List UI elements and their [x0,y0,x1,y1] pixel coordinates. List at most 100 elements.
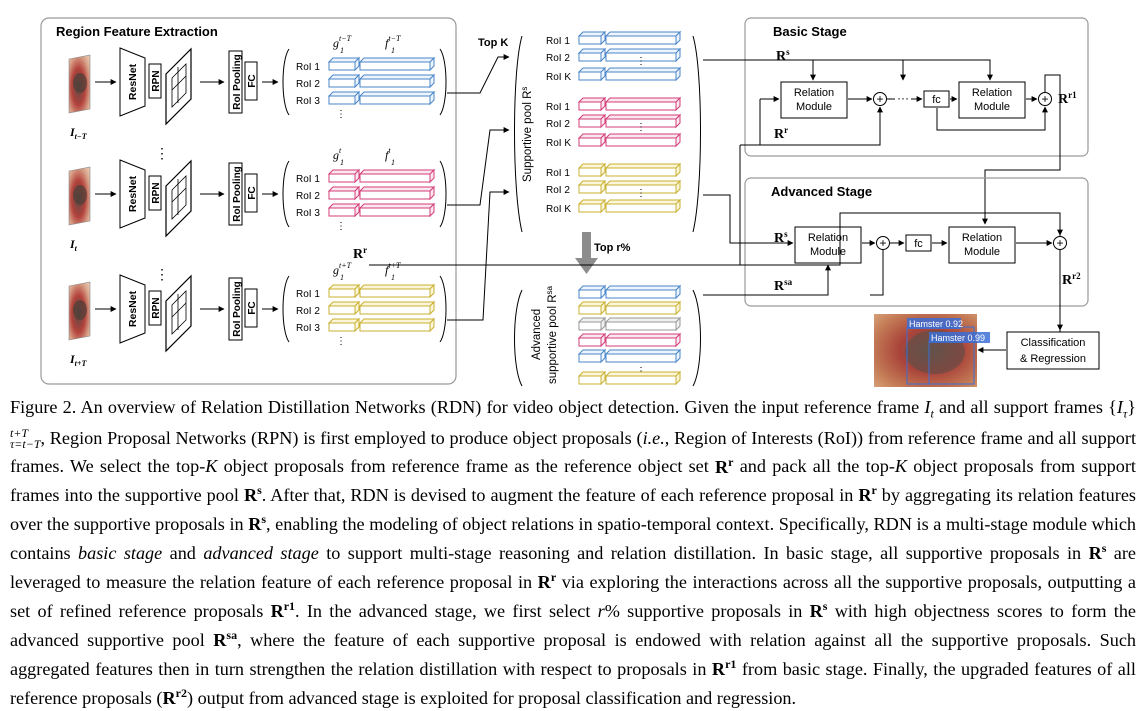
frame-label: It+T [69,352,87,368]
reference-set-label: Rr [353,245,367,262]
adv-g-bar [577,316,607,332]
f-feature-bar [358,56,436,72]
roi-label: RoI 2 [296,191,320,202]
svg-text:1: 1 [340,273,344,282]
pool-g-bar [577,162,607,178]
svg-text:Relation: Relation [808,232,848,244]
svg-text:⋮: ⋮ [636,56,646,67]
f-label: ft [385,146,391,162]
pool-g-bar [577,66,607,82]
basic-stage-title: Basic Stage [773,24,847,39]
caption-text: Figure 2. An overview of Relation Distil… [10,397,1137,709]
svg-text:Classification: Classification [1021,337,1086,349]
pool-g-bar [577,30,607,46]
svg-text:Relation: Relation [962,232,1002,244]
pool-f-bar [604,47,682,63]
input-frame-image [68,166,91,226]
svg-text:⋮: ⋮ [636,122,646,133]
adv-f-bar [604,348,682,364]
pool-roi-label: RoI 2 [546,185,570,196]
roi-label: RoI 3 [296,208,320,219]
advanced-relation-module-1 [794,226,862,264]
svg-text:Relation: Relation [972,87,1012,99]
svg-text:+: + [1056,236,1063,250]
svg-text:Module: Module [810,246,846,258]
advanced-relation-module-2 [948,226,1016,264]
advanced-rsa-label: Rsa [774,277,793,294]
basic-stage-panel [744,17,1089,157]
adv-f-bar [604,316,682,332]
f-feature-bar [358,168,436,184]
svg-text:+: + [1041,92,1048,106]
g-label: gt+T [333,261,352,277]
g-feature-bar [327,56,361,72]
g-feature-bar [327,90,361,106]
resnet-block [119,274,146,344]
basic-rs-label: Rs [776,47,790,64]
svg-text:⋮: ⋮ [336,109,346,120]
input-frame-image [68,281,91,341]
basic-rr-label: Rr [774,125,788,142]
detection-result-image: Hamster 0.92 Hamster 0.99 [874,314,990,387]
f-feature-bar [358,90,436,106]
top-k-label: Top K [478,37,508,49]
roi-label: RoI 3 [296,96,320,107]
svg-text:FC: FC [247,186,258,199]
svg-text:ResNet: ResNet [127,290,139,327]
svg-text:Module: Module [974,101,1010,113]
advanced-pool-title-1: Advanced [531,309,543,360]
svg-text:RoI Pooling: RoI Pooling [232,166,243,222]
f-feature-bar [358,300,436,316]
f-feature-bar [358,202,436,218]
roi-pooling-block [228,277,243,341]
advanced-output-label: Rr2 [1062,271,1081,288]
g-feature-bar [327,300,361,316]
pool-roi-label: RoI 1 [546,168,570,179]
supportive-pool-title: Supportive pool Rs [520,87,534,182]
svg-text:⋮: ⋮ [336,336,346,347]
roi-label: RoI 1 [296,62,320,73]
basic-relation-module-2 [958,81,1026,119]
svg-text:ResNet: ResNet [127,175,139,212]
rpn-block [148,63,162,99]
svg-text:RoI Pooling: RoI Pooling [232,281,243,337]
svg-text:RPN: RPN [151,70,162,91]
g-label: gt−T [333,34,352,50]
advanced-stage-panel [744,177,1089,307]
rpn-block [148,290,162,326]
g-feature-bar [327,168,361,184]
adv-g-bar [577,332,607,348]
pool-g-bar [577,113,607,129]
advanced-stage-title: Advanced Stage [771,184,872,199]
f-label: ft−T [385,34,401,50]
svg-text:FC: FC [247,301,258,314]
roi-label: RoI 2 [296,79,320,90]
pool-f-bar [604,66,682,82]
adv-f-bar [604,370,682,386]
roi-pooling-block [228,50,243,114]
svg-text:⋮: ⋮ [336,221,346,232]
basic-output-label: Rr1 [1058,90,1077,107]
svg-text:Module: Module [964,246,1000,258]
svg-text:1: 1 [391,273,395,282]
pool-g-bar [577,96,607,112]
frame-dots-2: ⋮ [155,266,169,282]
g-feature-bar [327,283,361,299]
feature-map [165,159,192,238]
svg-text:Module: Module [796,101,832,113]
f-feature-bar [358,317,436,333]
pool-f-bar [604,96,682,112]
resnet-block [119,159,146,229]
pool-roi-label: RoI K [546,204,571,215]
adv-g-bar [577,348,607,364]
adv-g-bar [577,370,607,386]
g-label: gt [333,146,342,162]
roi-label: RoI 1 [296,174,320,185]
feature-map [165,47,192,126]
frame-label: It−T [69,125,88,141]
